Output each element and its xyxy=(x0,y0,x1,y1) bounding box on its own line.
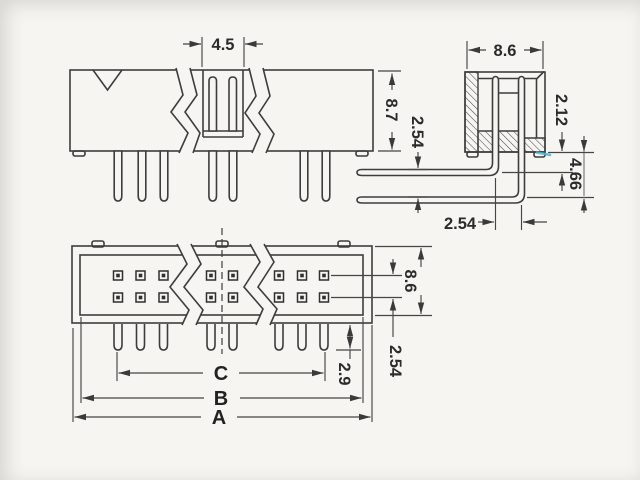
break-mask xyxy=(245,68,274,153)
side-body-outline xyxy=(464,71,546,153)
dim-width-b: B xyxy=(80,317,364,410)
dim-label-side-pin-pitch: 2.54 xyxy=(444,215,477,233)
break-line xyxy=(244,67,261,154)
front-body-outline xyxy=(69,69,374,152)
dim-label-side-width: 8.6 xyxy=(494,42,517,60)
inner-chamfer xyxy=(535,70,545,80)
bent-pin-lower xyxy=(356,75,526,204)
dim-side-width: 8.6 xyxy=(466,41,544,69)
dim-plan-depth: 8.6 xyxy=(375,245,432,317)
break-line xyxy=(258,67,275,154)
dim-side-pin-pitch: 2.54 xyxy=(444,178,547,233)
dim-front-pin-gap: 2.54 xyxy=(408,116,427,213)
dim-width-a: A xyxy=(72,325,373,429)
plan-bump xyxy=(337,240,351,248)
break-line xyxy=(243,243,264,326)
bent-pin-upper xyxy=(356,75,500,177)
slot-pin xyxy=(208,76,218,132)
dim-side-standoff: 2.12 xyxy=(502,94,594,191)
break-mask xyxy=(170,244,203,325)
dim-side-pin-drop: 4.66 xyxy=(527,136,594,213)
dim-label-plan-tail-length: 2.9 xyxy=(335,363,353,386)
break-line xyxy=(169,67,189,154)
polarity-notch xyxy=(92,69,123,92)
plan-view xyxy=(71,228,373,354)
side-view xyxy=(356,70,552,204)
dim-plan-row-pitch: 2.54 xyxy=(331,259,404,378)
dim-plan-tail-length: 2.9 xyxy=(335,325,361,385)
front-pins xyxy=(113,150,331,202)
dim-label-plan-row-pitch: 2.54 xyxy=(386,345,404,378)
slot-pin xyxy=(228,76,238,132)
dim-label-width-b: B xyxy=(214,388,228,410)
plan-pin-tails xyxy=(113,324,329,351)
dim-label-front-height: 8.7 xyxy=(382,99,400,122)
scan-artifact-mark xyxy=(535,151,552,157)
dim-label-span-c: C xyxy=(214,363,228,385)
dim-label-slot-width: 4.5 xyxy=(212,36,235,54)
plan-bump xyxy=(91,240,105,248)
dim-slot-width: 4.5 xyxy=(183,36,263,67)
contact-grid xyxy=(112,270,330,303)
break-line xyxy=(184,67,201,154)
break-mask xyxy=(244,244,277,325)
break-line xyxy=(257,243,278,326)
dim-front-height: 8.7 xyxy=(378,70,401,152)
dim-span-c: C xyxy=(116,352,326,385)
section-base-hatch xyxy=(477,130,546,153)
break-line xyxy=(168,243,190,326)
dim-label-front-pin-gap: 2.54 xyxy=(408,116,426,149)
dim-label-plan-depth: 8.6 xyxy=(401,270,419,293)
dim-label-side-pin-drop: 4.66 xyxy=(566,158,584,190)
dimensions: 4.5 8.7 2.54 8.6 xyxy=(72,36,594,429)
break-line xyxy=(182,243,204,326)
dim-label-width-a: A xyxy=(212,407,226,429)
section-wall-hatch xyxy=(464,71,479,153)
front-view xyxy=(69,67,374,202)
dim-label-side-standoff: 2.12 xyxy=(552,94,570,126)
